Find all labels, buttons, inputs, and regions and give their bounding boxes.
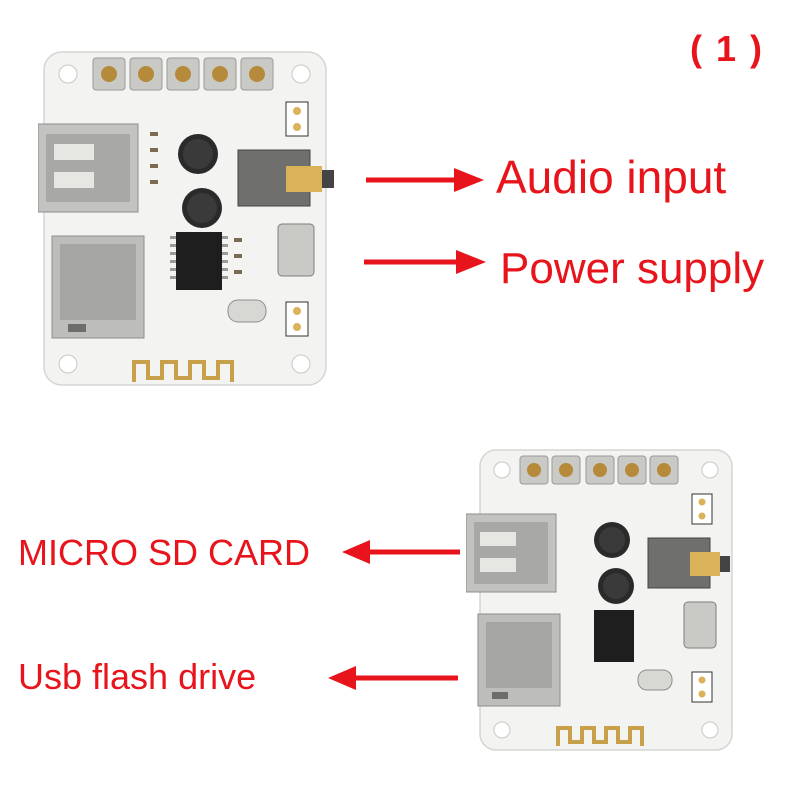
pcb-antenna: [132, 360, 234, 382]
usb-port: [466, 513, 557, 593]
label-micro-sd-card: MICRO SD CARD: [18, 532, 311, 573]
arrow-left-usb: [328, 666, 458, 690]
label-usb-flash-drive: Usb flash drive: [18, 656, 257, 697]
micro-sd-slot: [51, 235, 145, 339]
crystal: [227, 299, 267, 323]
micro-sd-slot: [477, 613, 561, 707]
ic-chip: [176, 232, 222, 290]
micro-usb-port: [683, 601, 717, 649]
bluetooth-audio-board-top: [38, 51, 334, 386]
capacitors: [594, 522, 634, 604]
arrow-left-sd: [342, 540, 460, 564]
capacitors: [178, 134, 222, 228]
push-buttons: [92, 57, 274, 91]
micro-usb-port: [277, 223, 315, 277]
crystal: [637, 669, 673, 691]
ic-chip: [594, 610, 634, 662]
push-buttons: [519, 455, 679, 485]
figure-number: ( 1 ): [690, 28, 765, 69]
audio-jack: [647, 537, 730, 589]
audio-jack: [237, 149, 334, 207]
arrow-right-power: [364, 250, 486, 274]
pcb-antenna: [556, 726, 644, 746]
label-power-supply: Power supply: [500, 244, 765, 293]
label-audio-input: Audio input: [496, 151, 727, 203]
arrow-right-audio: [366, 168, 484, 192]
usb-port: [38, 123, 139, 213]
bluetooth-audio-board-bottom: [466, 449, 733, 751]
